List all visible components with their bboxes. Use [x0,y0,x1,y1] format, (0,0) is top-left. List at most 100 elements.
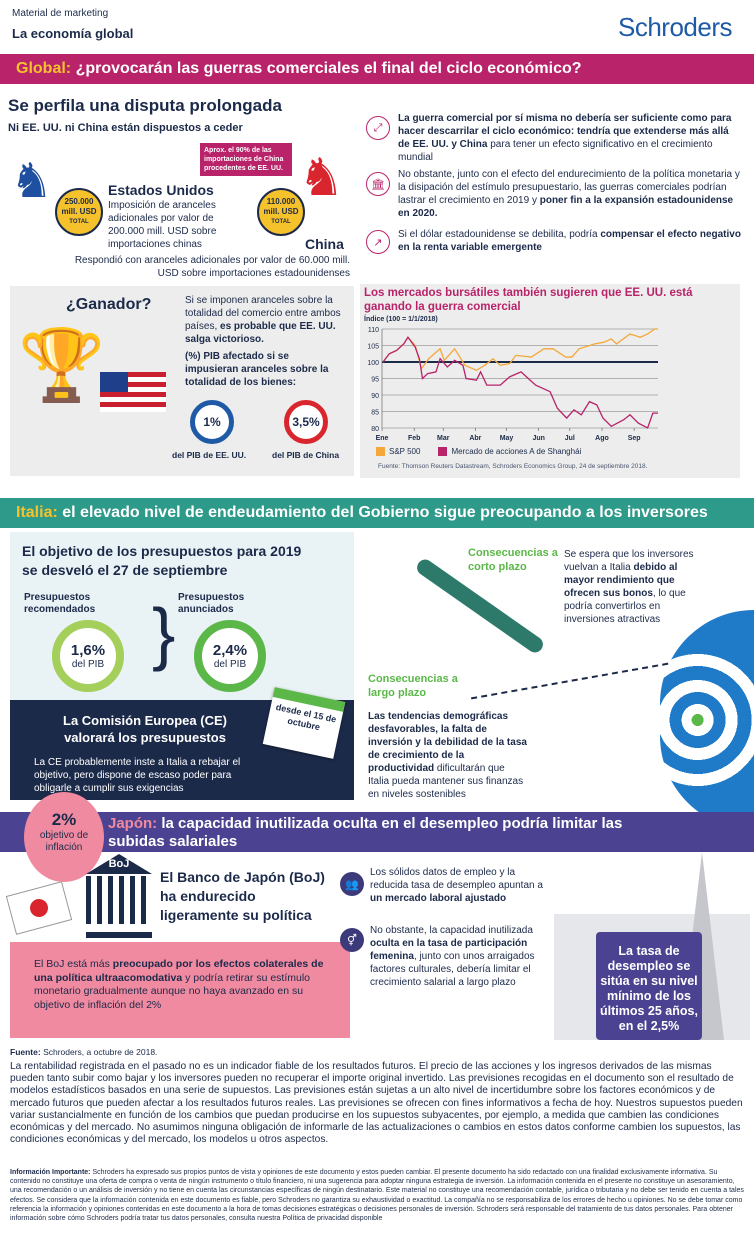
chart-ylabel: Índice (100 = 1/1/2018) [364,316,438,323]
trophy-icon: 🏆 [18,326,106,404]
y-tick-label: 85 [371,410,379,417]
dispute-title: Se perfila una disputa prolongada [8,96,282,115]
legend-sp500-label: S&P 500 [389,447,421,456]
chart-source: Fuente: Thomson Reuters Datastream, Schr… [378,463,648,470]
japan-point-2-bold: oculta en la tasa de participación femen… [370,938,528,962]
point-2: No obstante, junto con el efecto del end… [398,168,742,220]
boj-text: El BoJ está más preocupado por los efect… [34,958,334,1012]
point-3-bold: compensar el efecto negativo en la renta… [398,229,741,253]
china-coin-unit: mill. USD [263,207,299,216]
china-gdp-label: del PIB de China [272,450,340,460]
announced-value: 2,4% [212,642,248,659]
sp500-line [382,328,658,371]
x-tick-label: Feb [408,435,420,442]
x-tick-label: Sep [628,435,641,442]
point-3: Si el dólar estadounidense se debilita, … [398,228,742,254]
x-tick-label: Jul [565,435,575,442]
chart-title: Los mercados bursátiles también sugieren… [364,287,693,313]
japan-banner [0,812,754,852]
usa-gdp-ring: 1% [190,400,234,444]
winner-text-bold: es probable que EE. UU. salga victorioso… [185,321,336,345]
target-icon [660,610,754,830]
y-tick-label: 95 [371,377,379,384]
kicker: Material de marketing [12,8,109,19]
dispute-subtitle: Ni EE. UU. ni China están dispuestos a c… [8,122,243,134]
announced-unit: del PIB [213,659,247,670]
china-gdp-ring: 3,5% [284,400,328,444]
x-tick-label: Ene [376,435,389,442]
japan-point-2-post: , junto con unos arraigados factores cul… [370,951,535,988]
bank-icon: 🏛 [366,172,390,196]
japan-point-1: Los sólidos datos de empleo y la reducid… [370,866,546,905]
boj-post: y podría retirar su estímulo monetario g… [34,971,311,1011]
recommended-unit: del PIB [71,659,105,670]
usa-knight-icon: ♞ [10,155,54,208]
x-tick-label: Ago [595,435,609,442]
legend-sp500: S&P 500 [376,447,420,456]
long-post: dificultarán que Italia pueda mantener s… [368,763,524,800]
legend-shanghai-label: Mercado de acciones A de Shanghái [451,447,582,456]
japan-point-2-pre: No obstante, la capacidad inutilizada [370,925,533,936]
header-title: La economía global [12,26,134,41]
brace-divider: } [152,594,176,672]
announced-ring: 2,4%del PIB [194,620,266,692]
y-tick-label: 80 [371,426,379,433]
japan-point-1-pre: Los sólidos datos de empleo y la reducid… [370,867,543,891]
point-1-bold: La guerra comercial por sí misma no debe… [398,113,732,150]
boj-panel [10,942,350,1038]
y-tick-label: 100 [367,360,379,367]
point-1: La guerra comercial por sí misma no debe… [398,112,742,164]
winner-panel [10,286,354,476]
chart-panel [360,284,740,478]
boj-bold: preocupado por los efectos colaterales d… [34,958,324,984]
recommended-label: Presupuestos recomendados [24,592,96,615]
usa-coin-amount: 250.000 [64,197,94,206]
ce-title: La Comisión Europea (CE) valorará los pr… [63,713,227,745]
italy-title: el elevado nivel de endeudamiento del Go… [62,504,708,521]
point-2-pre: No obstante, junto con el efecto del end… [398,169,740,206]
boj-label: BoJ [108,858,130,870]
winner-text-pre: Si se imponen aranceles sobre la totalid… [185,295,341,332]
trend-up-icon: ↗ [366,230,390,254]
japan-title: la capacidad inutilizada oculta en el de… [108,815,623,850]
workers-icon: 👥 [340,872,364,896]
source-label: Fuente: [10,1047,41,1057]
x-tick-label: Jun [532,435,544,442]
usa-gdp-value: 1% [203,415,221,429]
china-gdp-value: 3,5% [292,415,320,429]
disclaimer: La rentabilidad registrada en el pasado … [10,1061,743,1146]
short-post: , lo que podría convertirlos en inversio… [564,588,686,625]
italy-label: Italia: [16,504,58,521]
usa-coin-unit: mill. USD [61,207,97,216]
arrows-expand-icon: ⤢ [366,116,390,140]
footer-source: Fuente: Schroders, a octubre de 2018. [10,1047,157,1057]
boj-pre: El BoJ está más [34,958,113,970]
important-label: Información Importante: [10,1169,91,1176]
shanghai-line [382,336,658,429]
point-2-bold: poner fin a la expansión estadounidense … [398,195,734,219]
brand-logo: Schroders [618,12,733,42]
japan-point-2: No obstante, la capacidad inutilizada oc… [370,924,546,989]
japan-point-1-bold: un mercado laboral ajustado [370,893,507,904]
global-title: ¿provocarán las guerras comerciales el f… [75,60,582,77]
short-bold: debido al mayor rendimiento que ofrecen … [564,562,678,599]
point-1-rest: para tener un efecto significativo en el… [398,139,713,163]
china-coin-amount: 110.000 [266,197,296,206]
japan-heading: Japón: la capacidad inutilizada oculta e… [108,815,628,851]
short-pre: Se espera que los inversores vuelvan a I… [564,549,694,573]
dart-long-icon [470,662,670,704]
balloon-value: 2% [51,810,77,829]
italy-banner: Italia: el elevado nivel de endeudamient… [0,498,754,528]
china-knight-icon: ♞ [298,149,345,207]
long-bold: Las tendencias demográficas desfavorable… [368,711,527,774]
important-info: Información Importante: Schroders ha exp… [10,1168,746,1223]
gender-icon: ⚥ [340,928,364,952]
recommended-ring: 1,6%del PIB [52,620,124,692]
legend-shanghai: Mercado de acciones A de Shanghái [438,447,581,456]
x-tick-label: Mar [437,435,450,442]
china-callout: Aprox. el 90% de las importaciones de Ch… [200,143,292,176]
usa-gdp-label: del PIB de EE. UU. [172,450,247,460]
calendar-text: desde el 15 de octubre [274,701,338,733]
